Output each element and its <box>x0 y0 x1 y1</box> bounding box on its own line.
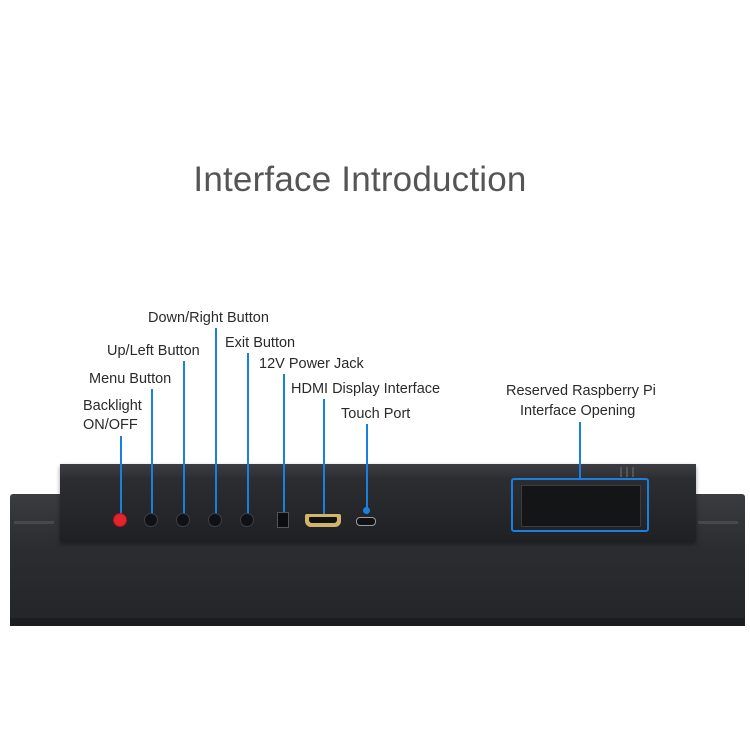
raspberry-pi-opening-highlight <box>511 478 649 532</box>
label-up-left-button: Up/Left Button <box>107 343 200 359</box>
interface-panel-top <box>60 464 696 478</box>
leader-line-up-left <box>183 361 185 514</box>
touch-usb-port <box>356 517 376 526</box>
down-right-button <box>208 513 222 527</box>
leader-line-backlight <box>120 436 122 514</box>
label-raspberry-pi-opening: Interface Opening <box>520 403 636 419</box>
menu-button <box>144 513 158 527</box>
leader-line-power <box>283 374 285 514</box>
label-raspberry-pi: Reserved Raspberry Pi <box>506 383 656 399</box>
leader-dot-touch <box>363 507 370 514</box>
power-jack <box>277 512 289 528</box>
label-menu-button: Menu Button <box>89 371 172 387</box>
hdmi-port <box>305 514 341 527</box>
label-exit-button: Exit Button <box>225 335 296 351</box>
right-grille <box>698 521 738 524</box>
page-title: Interface Introduction <box>193 160 527 199</box>
vent-slot <box>626 467 628 477</box>
backlight-button <box>113 513 127 527</box>
up-left-button <box>176 513 190 527</box>
monitor-edge <box>10 618 745 626</box>
raspberry-pi-opening-cover <box>521 485 641 527</box>
leader-line-down-right <box>215 328 217 514</box>
leader-line-menu <box>151 389 153 514</box>
label-hdmi-interface: HDMI Display Interface <box>291 381 441 397</box>
label-backlight: Backlight <box>83 398 142 414</box>
label-touch-port: Touch Port <box>341 406 411 422</box>
label-backlight-on-off: ON/OFF <box>83 417 138 433</box>
vent-slot <box>620 467 622 477</box>
leader-line-touch <box>366 424 368 514</box>
label-down-right-button: Down/Right Button <box>148 310 269 326</box>
vent-slot <box>632 467 634 477</box>
leader-line-hdmi <box>323 399 325 514</box>
label-power-jack: 12V Power Jack <box>259 356 364 372</box>
leader-line-exit <box>247 353 249 514</box>
exit-button <box>240 513 254 527</box>
leader-line-raspberry <box>579 422 581 479</box>
left-grille <box>14 521 54 524</box>
